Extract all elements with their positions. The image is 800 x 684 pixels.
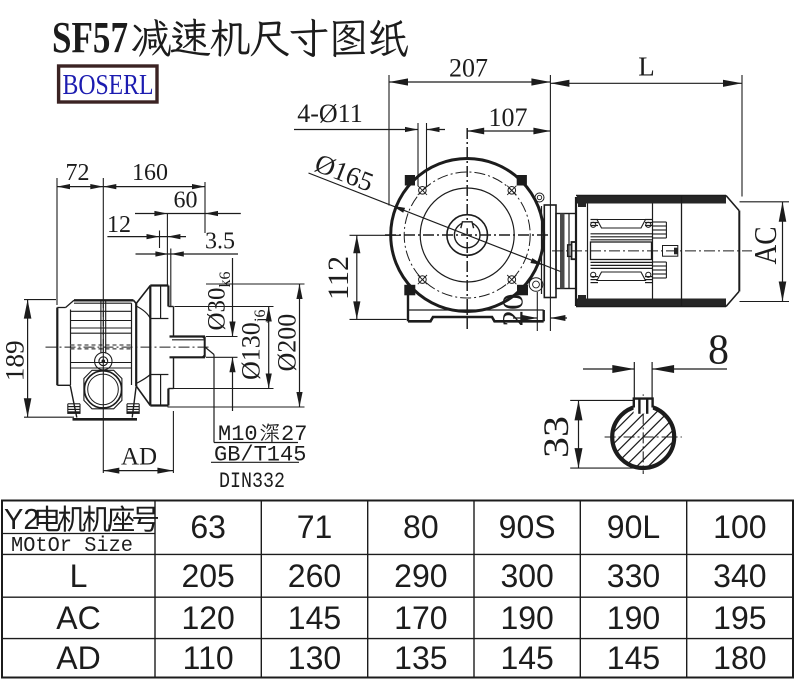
svg-text:L: L [70, 558, 88, 594]
svg-text:3.5: 3.5 [205, 229, 235, 255]
svg-text:90S: 90S [499, 509, 556, 545]
svg-text:130: 130 [288, 640, 341, 676]
svg-text:4-Ø11: 4-Ø11 [297, 99, 362, 128]
svg-text:k6: k6 [217, 272, 234, 288]
svg-text:63: 63 [190, 509, 226, 545]
svg-text:Ø30: Ø30 [204, 287, 231, 330]
svg-text:189: 189 [0, 340, 29, 381]
svg-text:300: 300 [500, 558, 553, 594]
svg-text:12: 12 [107, 212, 131, 238]
svg-text:160: 160 [132, 160, 168, 186]
svg-text:AD: AD [121, 444, 157, 471]
svg-text:90L: 90L [607, 509, 660, 545]
svg-text:AC: AC [747, 227, 783, 265]
svg-text:80: 80 [403, 509, 439, 545]
svg-text:AC: AC [56, 600, 100, 636]
svg-text:180: 180 [713, 640, 766, 676]
svg-text:71: 71 [297, 509, 333, 545]
svg-text:120: 120 [181, 600, 234, 636]
svg-text:20: 20 [497, 294, 530, 327]
svg-text:8: 8 [708, 328, 729, 374]
svg-text:M10: M10 [218, 422, 258, 447]
svg-text:195: 195 [713, 600, 766, 636]
svg-text:MOtOr Size: MOtOr Size [11, 535, 133, 558]
svg-text:SF57: SF57 [52, 13, 128, 62]
svg-text:107: 107 [489, 103, 528, 132]
svg-text:190: 190 [500, 600, 553, 636]
svg-text:145: 145 [500, 640, 553, 676]
svg-text:Ø165: Ø165 [311, 148, 378, 198]
svg-text:100: 100 [713, 509, 766, 545]
svg-text:Ø130: Ø130 [237, 322, 266, 380]
svg-text:205: 205 [181, 558, 234, 594]
svg-text:33: 33 [536, 416, 576, 458]
svg-text:60: 60 [174, 188, 198, 214]
svg-text:190: 190 [607, 600, 660, 636]
svg-text:72: 72 [66, 160, 90, 186]
svg-text:290: 290 [394, 558, 447, 594]
svg-text:170: 170 [394, 600, 447, 636]
svg-text:330: 330 [607, 558, 660, 594]
svg-text:145: 145 [607, 640, 660, 676]
svg-text:27: 27 [281, 422, 307, 447]
svg-text:207: 207 [449, 54, 488, 83]
svg-text:DIN332: DIN332 [219, 469, 285, 494]
svg-text:j6: j6 [252, 310, 269, 323]
svg-text:Y2: Y2 [4, 504, 39, 536]
svg-text:110: 110 [183, 640, 234, 676]
svg-text:145: 145 [288, 600, 341, 636]
svg-text:BOSERL: BOSERL [63, 69, 154, 101]
svg-text:260: 260 [288, 558, 341, 594]
svg-text:Ø200: Ø200 [273, 314, 302, 372]
svg-text:340: 340 [713, 558, 766, 594]
svg-text:135: 135 [394, 640, 447, 676]
svg-text:L: L [638, 52, 655, 82]
svg-text:112: 112 [322, 256, 355, 300]
svg-text:AD: AD [56, 640, 100, 676]
svg-text:GB/T145: GB/T145 [214, 443, 306, 468]
